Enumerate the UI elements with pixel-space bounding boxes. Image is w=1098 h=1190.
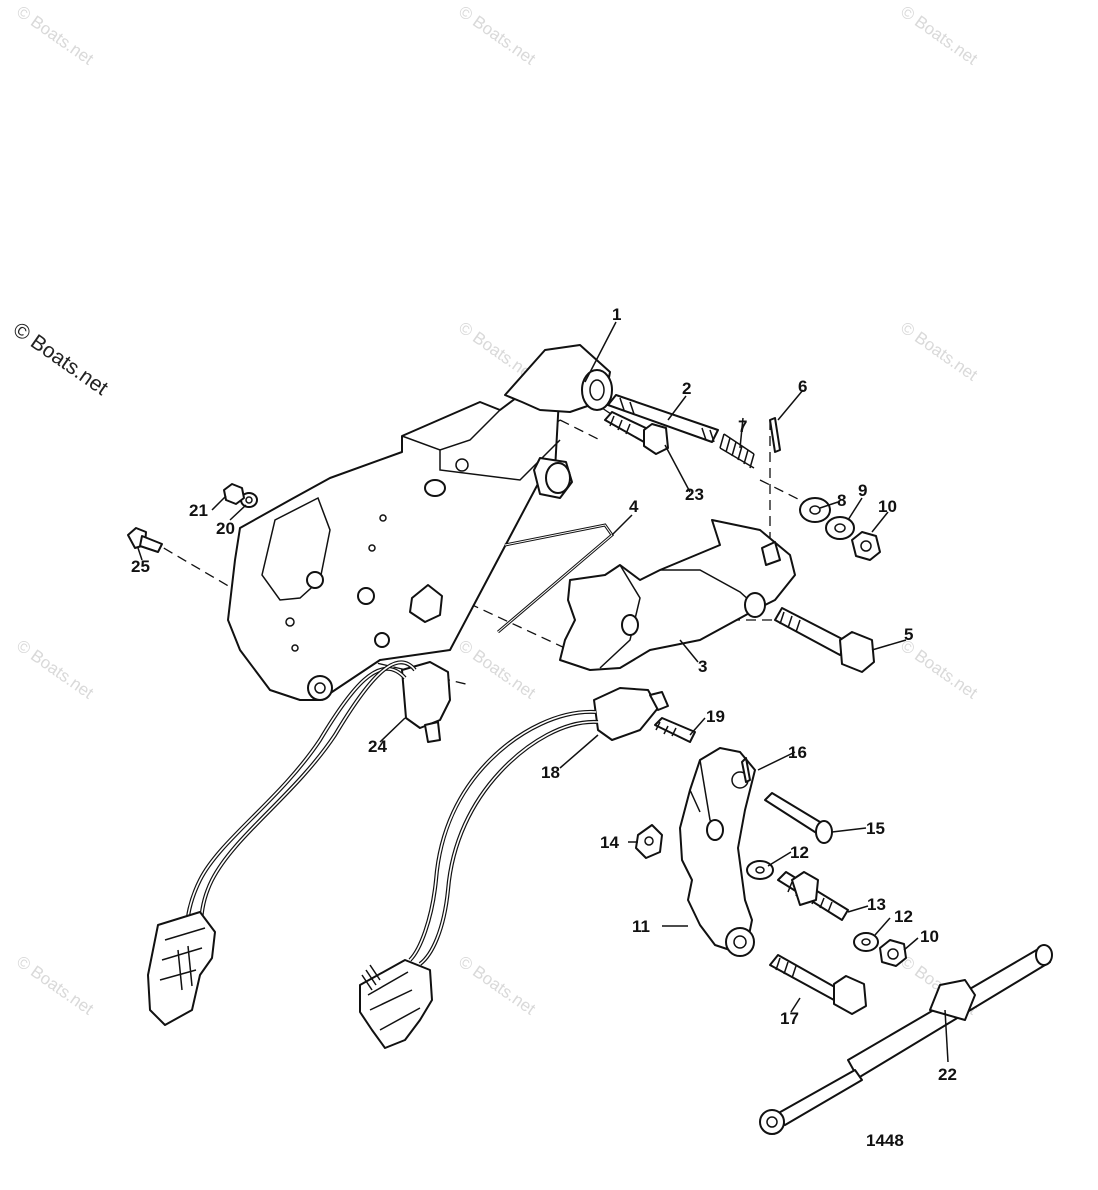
screw-25	[127, 527, 163, 553]
washers-8-9	[799, 497, 855, 540]
callout-17: 17	[780, 1009, 799, 1028]
callout-10-upper: 10	[878, 497, 897, 516]
callouts: 1 2 3 4 5 6 7 8 9 10 11 12 13 12 10 14 1…	[131, 305, 957, 1150]
stud-13	[777, 871, 849, 921]
nut-21	[223, 483, 245, 505]
callout-12-lower: 12	[894, 907, 913, 926]
sensor-18	[408, 687, 669, 966]
lower-lever	[679, 747, 756, 957]
callout-21: 21	[189, 501, 208, 520]
screw-19	[654, 717, 696, 743]
connector-18	[359, 959, 433, 1049]
clevis-pin-15	[764, 792, 833, 844]
washer-12-upper	[746, 860, 774, 880]
nut-10-lower	[879, 939, 907, 967]
spring	[719, 433, 755, 469]
callout-8: 8	[837, 491, 846, 510]
callout-14: 14	[600, 833, 619, 852]
callout-24: 24	[368, 737, 387, 756]
pin-long	[607, 394, 719, 443]
callout-7: 7	[738, 417, 747, 436]
callout-2: 2	[682, 379, 691, 398]
upper-tube-bracket	[504, 344, 613, 499]
shaft-assembly	[759, 944, 1053, 1135]
callout-5: 5	[904, 625, 913, 644]
sensor-24	[185, 660, 451, 931]
connector-24	[147, 911, 216, 1026]
figure-id: 1448	[866, 1131, 904, 1150]
washer-20	[240, 492, 258, 508]
callout-23: 23	[685, 485, 704, 504]
callout-1: 1	[612, 305, 621, 324]
lever-arm	[559, 519, 796, 671]
bolt-23	[604, 411, 669, 455]
callout-16: 16	[788, 743, 807, 762]
callout-3: 3	[698, 657, 707, 676]
bolt-5	[774, 607, 875, 673]
callout-19: 19	[706, 707, 725, 726]
bolt-17	[769, 954, 867, 1015]
callout-25: 25	[131, 557, 150, 576]
nut-10-upper	[851, 531, 881, 561]
wire-rod	[497, 523, 615, 634]
clip-14	[635, 824, 663, 859]
cotter-pin-6	[769, 417, 781, 453]
callout-6: 6	[798, 377, 807, 396]
callout-10-lower: 10	[920, 927, 939, 946]
washer-12-lower	[853, 932, 879, 952]
callout-22: 22	[938, 1065, 957, 1084]
callout-18: 18	[541, 763, 560, 782]
callout-11: 11	[632, 917, 650, 936]
callout-4: 4	[629, 497, 639, 516]
callout-20: 20	[216, 519, 235, 538]
leader-lines	[137, 321, 949, 1063]
callout-15: 15	[866, 819, 885, 838]
callout-12-upper: 12	[790, 843, 809, 862]
cotter-pin-16	[741, 757, 751, 783]
main-bracket-plate	[227, 379, 561, 701]
callout-9: 9	[858, 481, 867, 500]
callout-13: 13	[867, 895, 886, 914]
